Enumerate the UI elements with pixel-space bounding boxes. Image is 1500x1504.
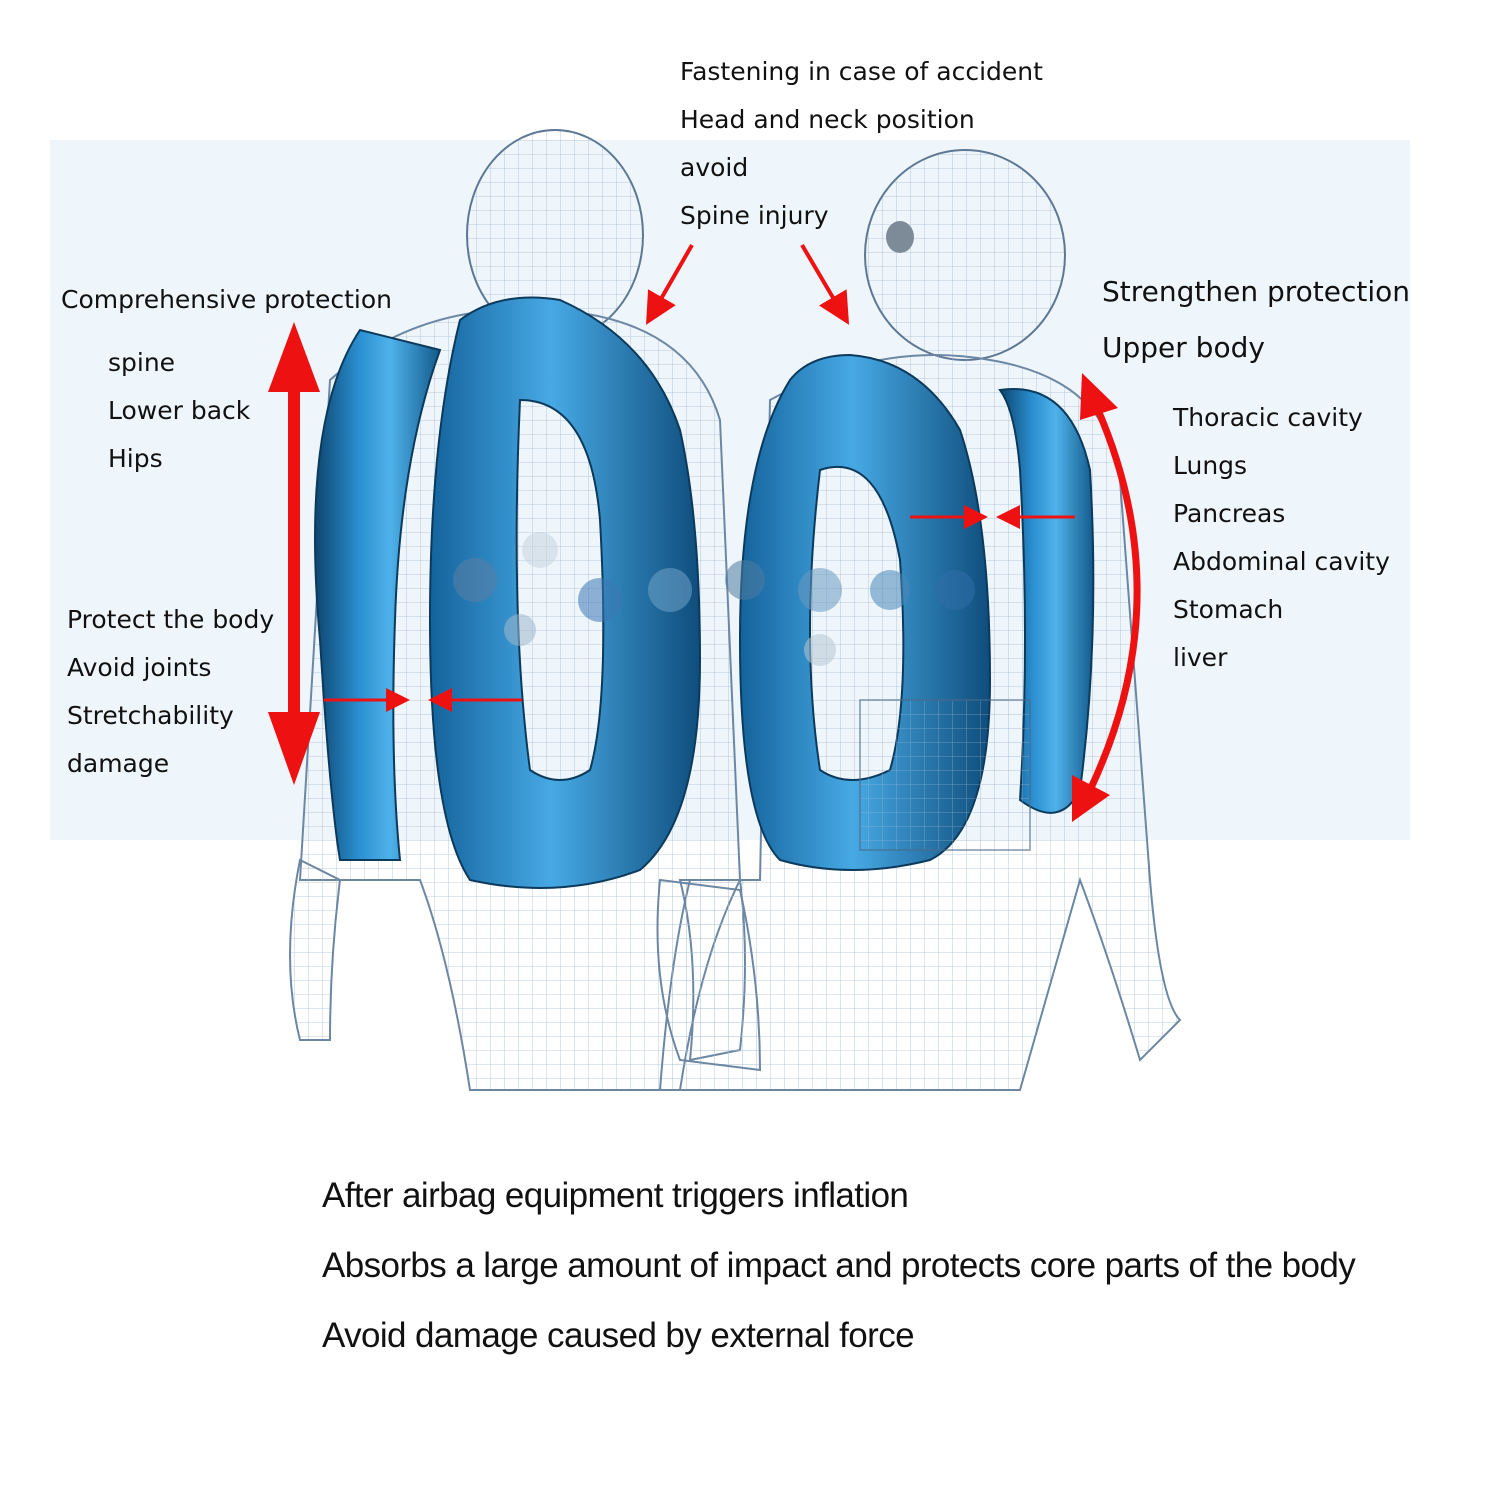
right-lower-group: Thoracic cavity Lungs Pancreas Abdominal… xyxy=(1173,394,1390,682)
left-lower-line-2: Avoid joints xyxy=(67,653,212,682)
left-upper-title: Comprehensive protection xyxy=(61,285,392,314)
left-upper-item-3: Hips xyxy=(108,444,163,473)
caption-line-3: Avoid damage caused by external force xyxy=(322,1316,915,1355)
top-label-line-3: avoid xyxy=(680,153,749,182)
right-upper-group: Strengthen protection Upper body xyxy=(1102,264,1410,376)
left-lower-line-1: Protect the body xyxy=(67,605,275,634)
left-airbag-icon xyxy=(314,296,702,889)
curve-arrow-up-icon xyxy=(1080,373,1118,420)
arrow-down-icon xyxy=(268,712,320,785)
left-upper-item-1: spine xyxy=(108,348,176,377)
arrows xyxy=(268,243,1141,822)
right-upper-line-2: Upper body xyxy=(1102,331,1265,364)
left-upper-item-2: Lower back xyxy=(108,396,251,425)
right-upper-line-1: Strengthen protection xyxy=(1102,275,1411,308)
right-lower-line-4: Abdominal cavity xyxy=(1173,547,1390,576)
left-lower-group: Protect the body Avoid joints Stretchabi… xyxy=(67,596,274,788)
top-label-group: Fastening in case of accident Head and n… xyxy=(680,48,1043,240)
top-label-line-4: Spine injury xyxy=(680,201,829,230)
top-label-line-2: Head and neck position xyxy=(680,105,975,134)
right-lower-line-5: Stomach xyxy=(1173,595,1284,624)
right-lower-line-6: liver xyxy=(1173,643,1228,672)
right-airbag-icon xyxy=(738,353,1095,871)
caption-line-1: After airbag equipment triggers inflatio… xyxy=(322,1176,909,1215)
left-upper-items: spine Lower back Hips xyxy=(108,339,250,483)
top-label-line-1: Fastening in case of accident xyxy=(680,57,1043,86)
left-lower-line-3: Stretchability xyxy=(67,701,234,730)
right-lower-line-3: Pancreas xyxy=(1173,499,1286,528)
curve-arrow-down-icon xyxy=(1072,775,1110,822)
blurred-watermark xyxy=(453,532,975,666)
caption: After airbag equipment triggers inflatio… xyxy=(322,1168,1356,1378)
right-lower-line-2: Lungs xyxy=(1173,451,1248,480)
caption-line-2: Absorbs a large amount of impact and pro… xyxy=(322,1246,1356,1285)
right-lower-line-1: Thoracic cavity xyxy=(1173,403,1363,432)
left-lower-line-4: damage xyxy=(67,749,170,778)
arrow-up-icon xyxy=(268,322,320,392)
